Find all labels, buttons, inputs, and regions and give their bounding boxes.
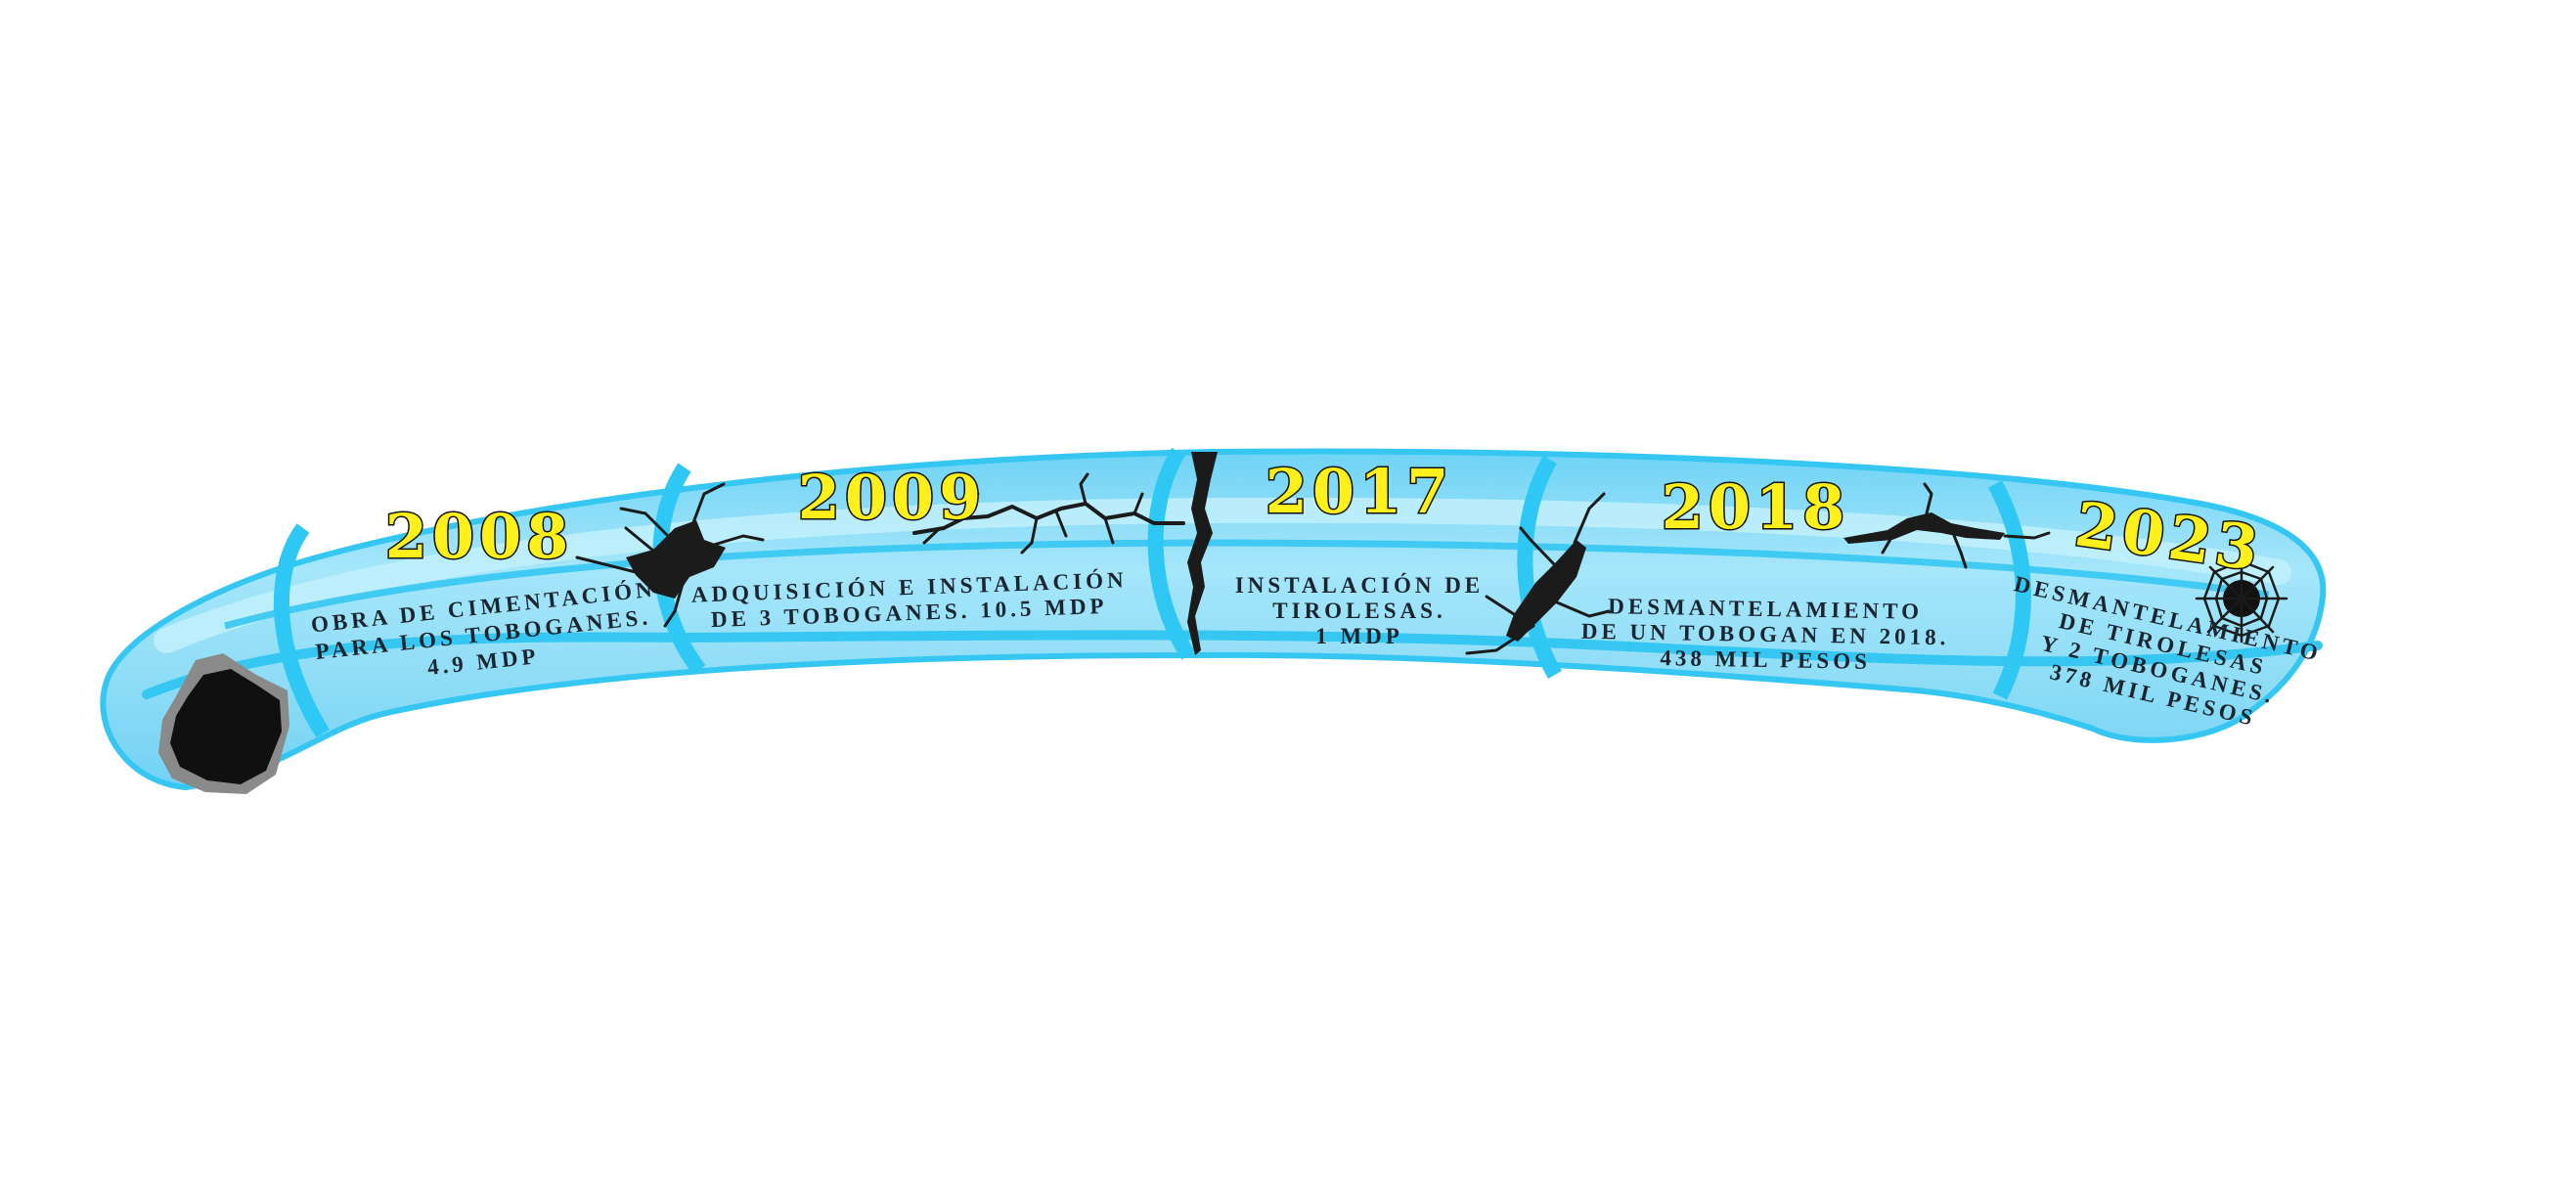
timeline-item-2017: 2017 INSTALACIÓN DE TIROLESAS. 1 MDP [1235,455,1484,649]
description-line: 1 MDP [1315,624,1403,648]
description-line: INSTALACIÓN DE [1235,572,1484,598]
split-crack-icon [1187,452,1218,655]
segment-ring-1 [273,523,330,738]
timeline-item-2009: 2009 ADQUISICIÓN E INSTALACIÓN DE 3 TOBO… [690,461,1128,633]
year-label: 2018 [1662,471,1850,543]
year-label: 2008 [385,501,574,572]
year-label: 2017 [1266,456,1454,527]
description-line: DESMANTELAMIENTO [1608,594,1923,624]
tube-centre-stripe [224,539,2270,630]
segment-ring-3 [1147,447,1195,660]
crack-icon [912,472,1185,555]
segment-ring-4 [1517,455,1562,679]
crack-icon [1843,482,2051,569]
description-line: 438 MIL PESOS [1660,645,1871,674]
crack-icon [1465,492,1611,655]
damage-marks [158,452,2288,794]
timeline-labels: 2008 OBRA DE CIMENTACIÓN PARA LOS TOBOGA… [310,455,2325,732]
description-line: TIROLESAS. [1272,599,1445,623]
shattered-icon [2195,554,2288,644]
segment-ring-5 [1987,480,2031,700]
crack-icon [575,482,765,628]
year-label: 2009 [798,462,987,533]
hole-icon [158,653,289,794]
